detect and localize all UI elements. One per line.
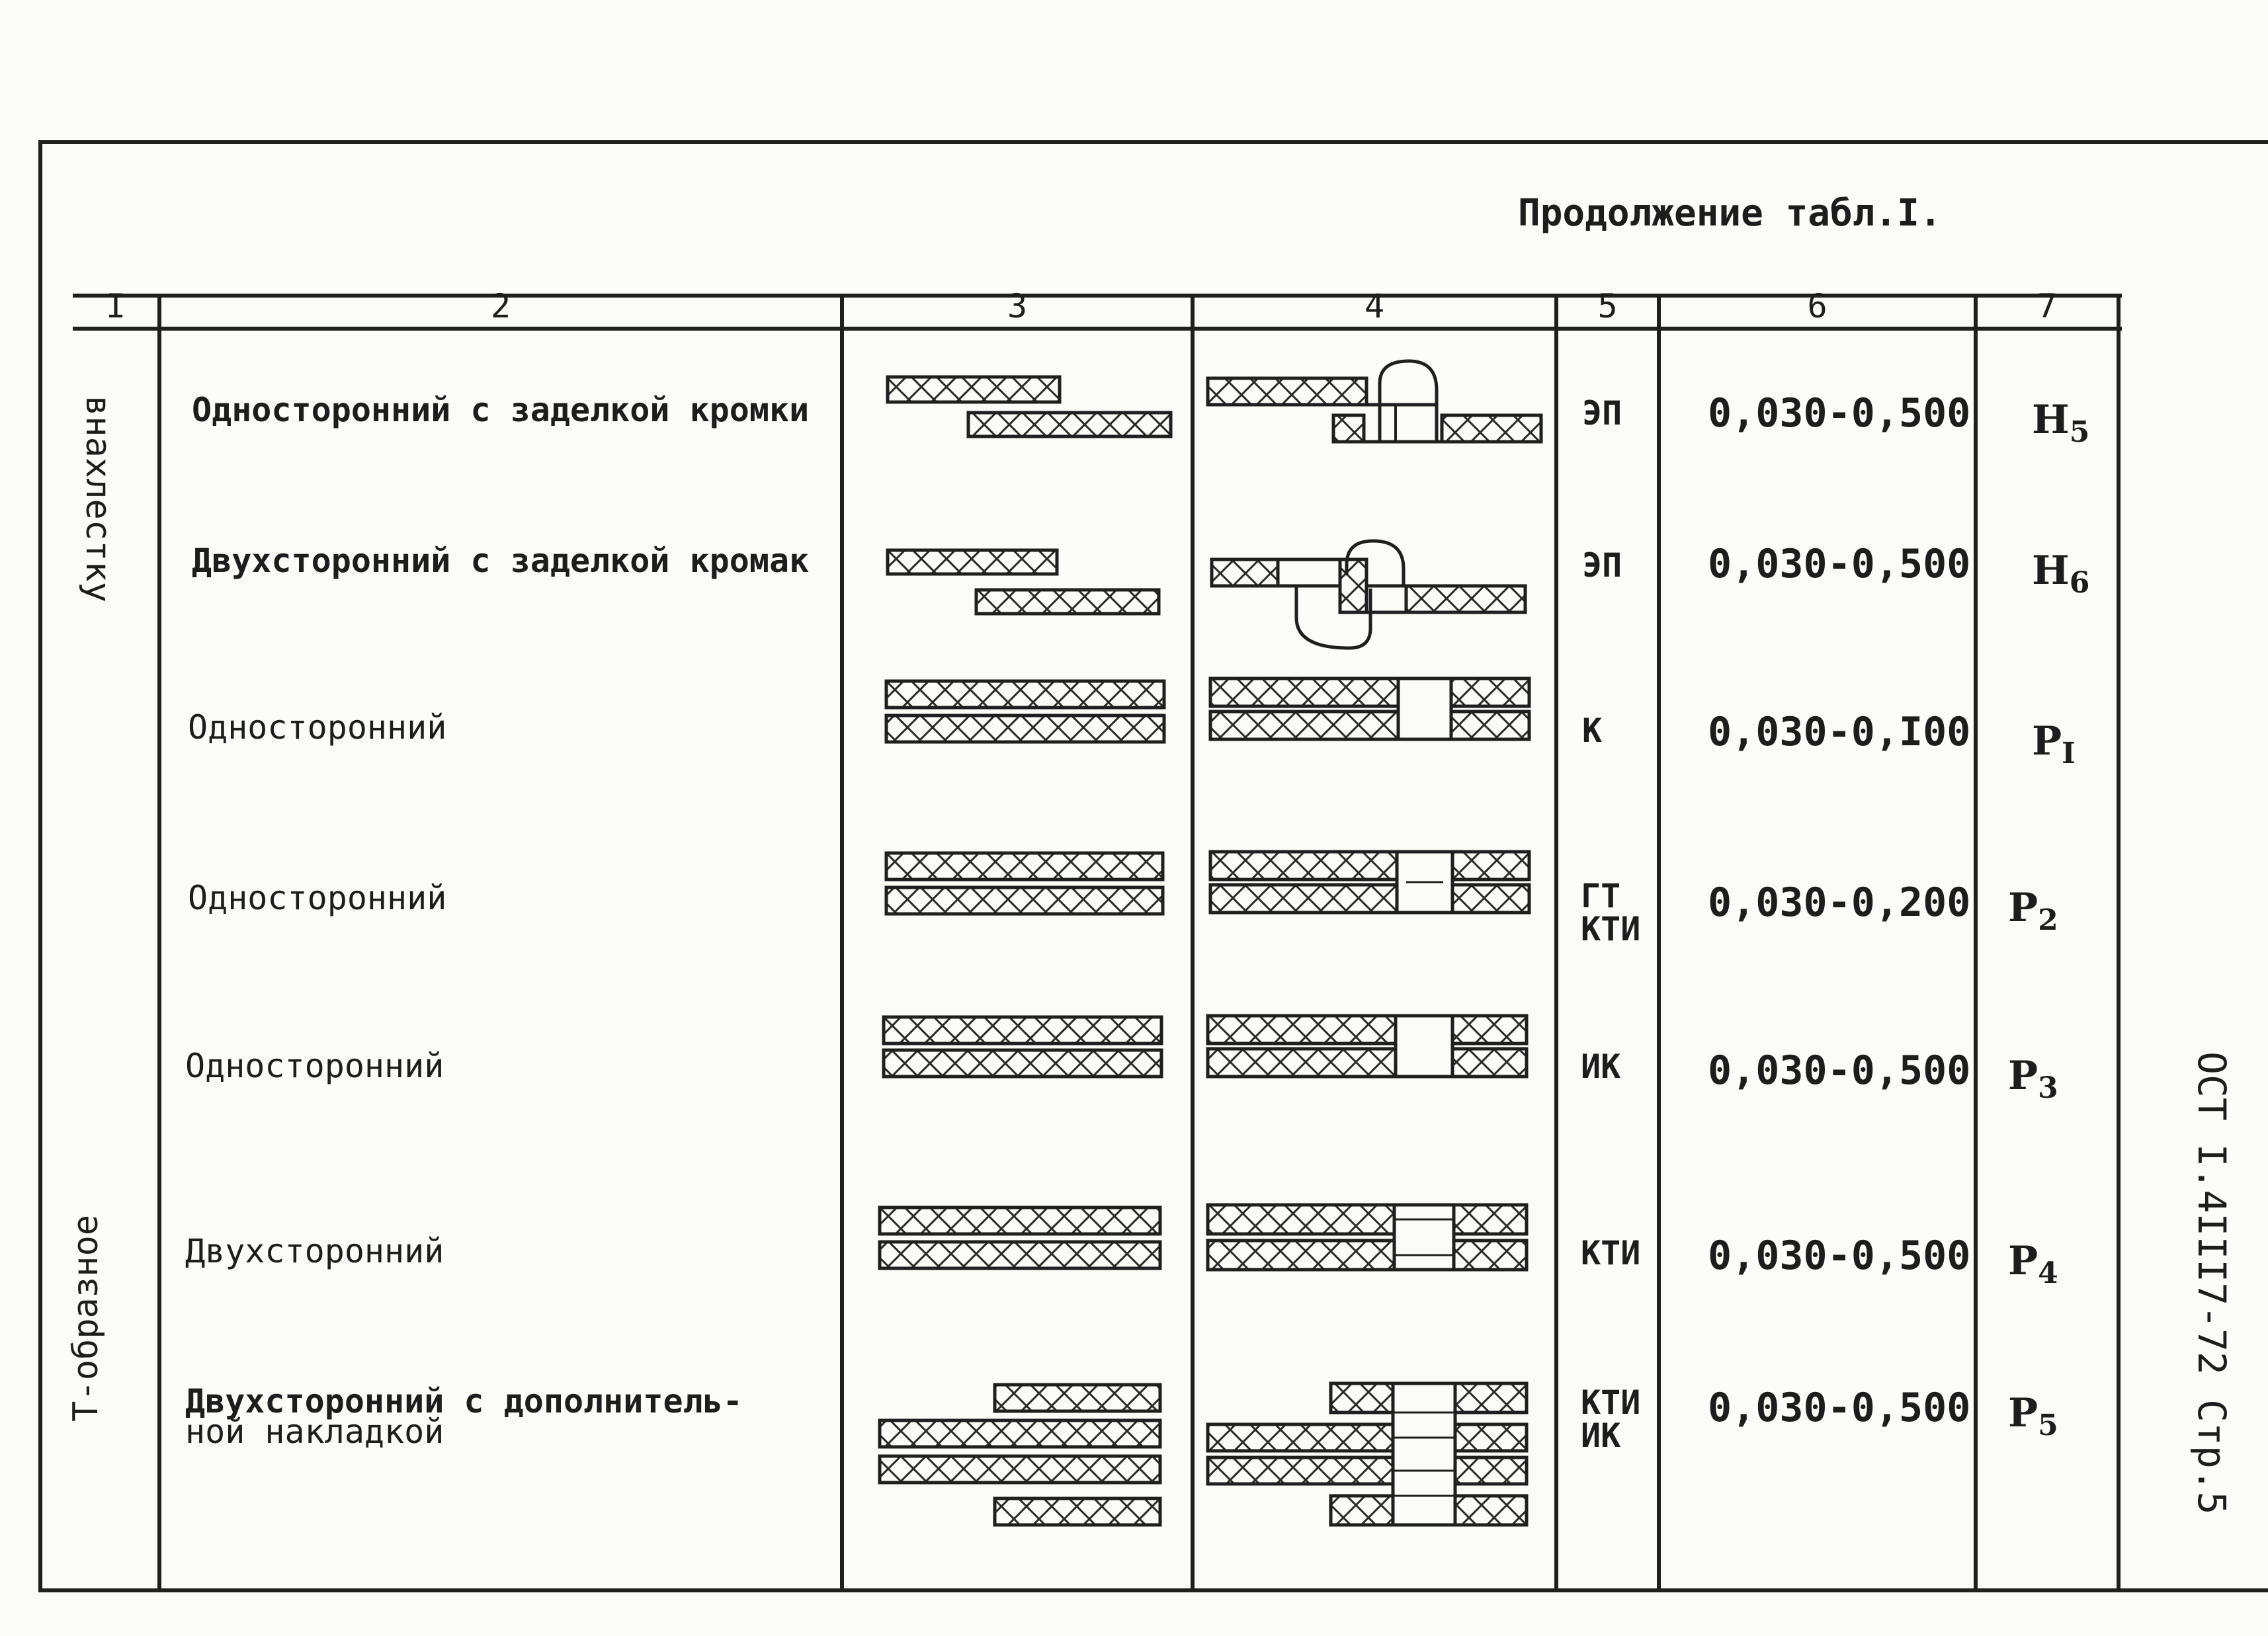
row-7-method-line-1: КТИ [1581, 1383, 1641, 1422]
row-7-method-line-2: ИК [1581, 1416, 1621, 1455]
row-1-seam-diagram [1206, 359, 1543, 444]
column-number-4: 4 [1364, 287, 1385, 325]
column-divider-5 [1657, 294, 1661, 1591]
row-5-description: Односторонний [185, 1047, 444, 1085]
column-divider-3 [1191, 294, 1195, 1591]
row-2-range: 0,030-0,500 [1708, 541, 1971, 587]
row-4-method-line-1: ГТ [1581, 877, 1621, 915]
column-divider-6 [1974, 294, 1978, 1591]
header-bottom-rule [73, 327, 2122, 331]
frame-bottom-rule [38, 1588, 2268, 1592]
header-top-rule [73, 294, 2122, 298]
row-3-blank-diagram [884, 679, 1166, 744]
column-number-7: 7 [2037, 287, 2058, 325]
row-2-method: ЭП [1582, 546, 1622, 585]
column-divider-4 [1554, 294, 1558, 1591]
row-3-seam-diagram [1208, 676, 1531, 741]
row-1-description: Односторонний с заделкой кромки [192, 391, 810, 429]
row-4-seam-diagram [1208, 850, 1531, 915]
column-number-1: I [105, 287, 126, 325]
row-7-blank-diagram [878, 1383, 1162, 1527]
row-2-seam-diagram [1210, 539, 1527, 650]
row-7-range: 0,030-0,500 [1708, 1385, 1971, 1431]
table-continuation-title: Продолжение табл.I. [1518, 192, 1942, 235]
row-7-description-line-2: ной накладкой [185, 1412, 444, 1451]
column-divider-1 [157, 294, 161, 1591]
row-1-method: ЭП [1582, 394, 1622, 432]
row-7-seam-diagram [1206, 1381, 1529, 1527]
row-6-seam-diagram [1206, 1203, 1529, 1272]
group-label-t-shaped: Т-образное [66, 1214, 106, 1422]
frame-left-rule [38, 140, 42, 1592]
row-5-method: ИК [1581, 1047, 1621, 1086]
row-4-method-line-2: КТИ [1581, 910, 1641, 948]
row-6-method: КТИ [1581, 1234, 1641, 1272]
row-2-blank-diagram [886, 548, 1161, 616]
row-1-range: 0,030-0,500 [1708, 390, 1971, 436]
column-number-3: 3 [1007, 287, 1028, 325]
row-4-range: 0,030-0,200 [1708, 879, 1971, 926]
row-3-method: К [1582, 712, 1603, 750]
row-1-mark: Н5 [2032, 397, 2090, 449]
column-number-5: 5 [1597, 287, 1618, 325]
row-6-description: Двухсторонний [185, 1232, 444, 1270]
margin-standard-number: ОСТ I.4III7-72 [2189, 1051, 2234, 1375]
column-number-6: 6 [1807, 287, 1827, 325]
row-5-range: 0,030-0,500 [1708, 1047, 1971, 1094]
row-1-blank-diagram [886, 375, 1173, 438]
row-7-method: КТИ ИК [1581, 1386, 1640, 1452]
group-label-overlap: внахлестку [78, 395, 118, 603]
column-divider-2 [840, 294, 844, 1591]
row-5-blank-diagram [882, 1015, 1163, 1079]
row-2-mark: Н6 [2032, 548, 2090, 600]
row-3-mark: РI [2032, 718, 2076, 770]
frame-top-rule [40, 140, 2268, 144]
row-5-seam-diagram [1206, 1014, 1529, 1079]
row-6-blank-diagram [878, 1206, 1162, 1270]
row-4-method: ГТ КТИ [1581, 879, 1640, 946]
row-4-blank-diagram [884, 851, 1165, 916]
row-6-mark: Р4 [2008, 1238, 2058, 1290]
row-3-range: 0,030-0,I00 [1708, 709, 1971, 755]
row-3-description: Односторонний [188, 708, 447, 747]
row-2-description: Двухсторонний с заделкой кромак [192, 542, 810, 580]
row-4-description: Односторонний [188, 879, 447, 917]
column-number-2: 2 [490, 287, 511, 325]
row-6-range: 0,030-0,500 [1708, 1233, 1971, 1279]
margin-page-number: Стр.5 [2189, 1399, 2234, 1515]
row-7-mark: Р5 [2008, 1390, 2058, 1442]
row-7-description: Двухсторонний с дополнитель- ной накладк… [185, 1382, 743, 1451]
row-5-mark: Р3 [2008, 1053, 2058, 1105]
row-4-mark: Р2 [2008, 885, 2058, 937]
column-divider-7 [2117, 294, 2121, 1591]
row-7-description-line-1: Двухсторонний с дополнитель- [185, 1382, 743, 1420]
